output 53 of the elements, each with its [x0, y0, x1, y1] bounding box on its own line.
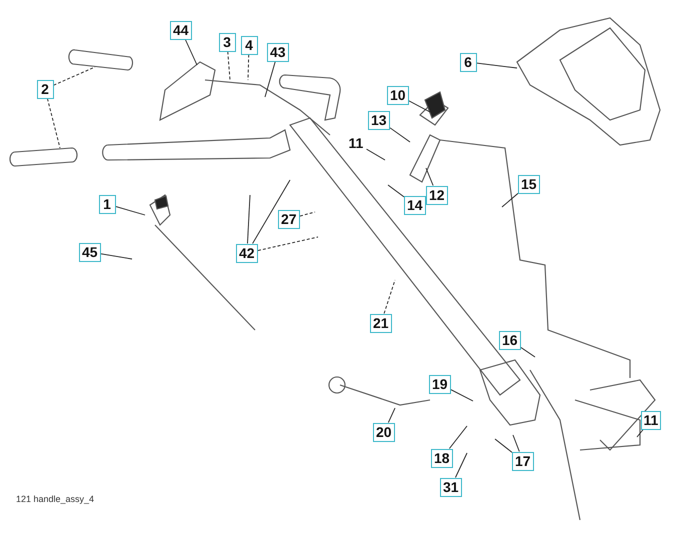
callout-number: 11 [640, 410, 662, 430]
leader-line [264, 61, 276, 98]
callout-number: 2 [36, 80, 54, 98]
callout-number: 10 [387, 86, 409, 104]
leader-line [388, 184, 404, 198]
leader-line [252, 180, 290, 244]
leader-line [476, 62, 518, 68]
callout-number: 15 [518, 174, 540, 194]
callout-number: 31 [440, 478, 462, 496]
leader-line [227, 51, 230, 80]
callout-number: 42 [236, 244, 258, 262]
callout-number: 20 [373, 422, 395, 442]
leader-line [502, 192, 518, 208]
leader-line [247, 194, 250, 244]
callout-number: 4 [240, 36, 258, 54]
leader-line [450, 389, 474, 402]
callout-number: 3 [218, 32, 236, 52]
callout-number: 6 [460, 52, 476, 72]
callout-number: 14 [404, 196, 426, 214]
leader-line [100, 253, 132, 260]
leader-line [636, 429, 644, 438]
leader-line [384, 280, 396, 314]
callout-number: 19 [429, 374, 451, 394]
callout-number: 45 [79, 242, 101, 262]
leader-line [300, 212, 316, 216]
figure-code: 121 handle_assy_4 [16, 494, 94, 504]
callout-number: 27 [278, 210, 300, 228]
callout-number: 16 [499, 330, 521, 350]
leader-line [512, 434, 520, 452]
leader-line [408, 100, 430, 112]
leader-line [184, 39, 198, 66]
leader-line [390, 127, 410, 142]
leader-line [366, 148, 386, 160]
leader-line [455, 452, 468, 478]
leader-line [248, 54, 250, 80]
leader-line [426, 168, 434, 186]
callout-number: 17 [512, 452, 534, 470]
leader-line [258, 236, 318, 251]
callout-number: 44 [170, 20, 192, 40]
callout-number: 1 [98, 194, 116, 214]
leader-line [520, 347, 536, 358]
leader-line [388, 408, 396, 423]
leader-line [46, 98, 60, 148]
callout-number: 11 [346, 134, 366, 152]
leader-line [494, 438, 512, 453]
callout-number: 12 [426, 186, 448, 204]
callout-number: 43 [267, 42, 289, 62]
callout-number: 18 [431, 448, 453, 468]
leader-line [448, 426, 468, 449]
leader-line [53, 66, 96, 86]
callout-number: 13 [368, 110, 390, 130]
callout-number: 21 [370, 314, 392, 332]
leader-line [115, 206, 146, 216]
